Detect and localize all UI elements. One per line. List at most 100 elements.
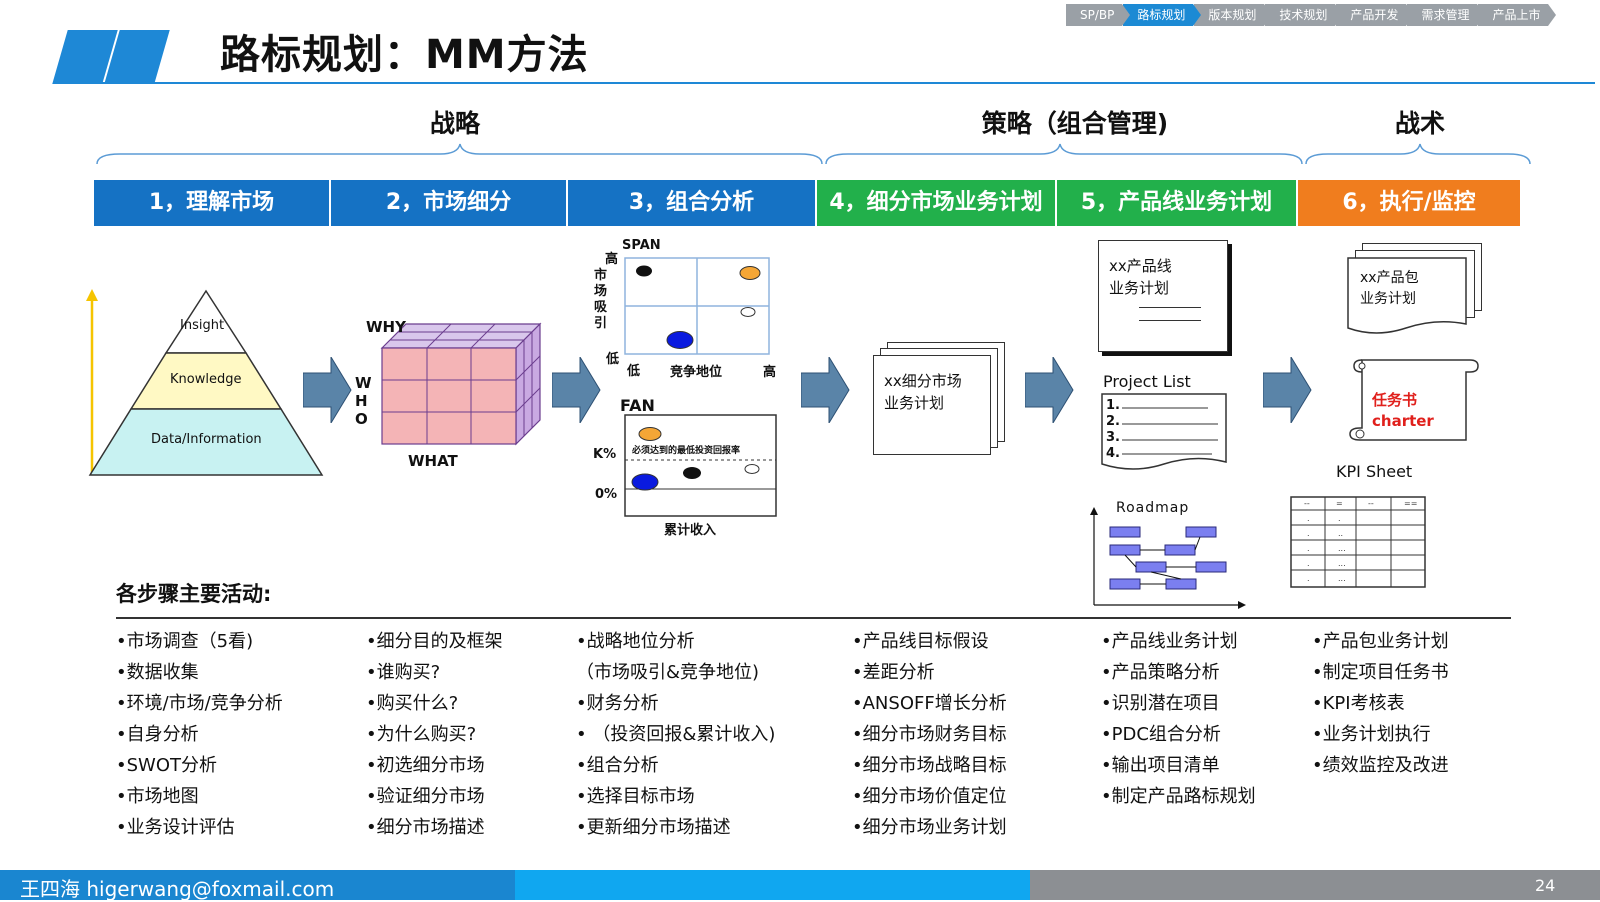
- breadcrumb-item[interactable]: 产品开发: [1336, 4, 1415, 26]
- activity-item: •输出项目清单: [1101, 755, 1220, 776]
- segment-plan-doc: xx细分市场业务计划: [873, 355, 991, 455]
- fan-title: FAN: [620, 396, 655, 415]
- title-divider: [60, 82, 1595, 84]
- activities-divider: [116, 617, 1511, 619]
- span-low-y: 低: [606, 352, 620, 367]
- activity-item: •市场调查（5看): [116, 631, 254, 652]
- activity-item: •组合分析: [576, 755, 659, 776]
- activity-item: •自身分析: [116, 724, 199, 745]
- cube-why: WHY: [366, 318, 406, 336]
- cube-what: WHAT: [408, 452, 458, 470]
- svg-text:.: .: [1307, 514, 1310, 523]
- flow-arrow-3: [801, 357, 850, 423]
- activity-item: •战略地位分析: [576, 631, 695, 652]
- segmentation-cube: [380, 322, 542, 446]
- step-3: 3，组合分析: [568, 180, 817, 226]
- activity-item: •ANSOFF增长分析: [852, 693, 1007, 714]
- pyramid-data: Data/Information: [151, 432, 262, 447]
- step-1: 1，理解市场: [94, 180, 331, 226]
- span-high-y: 高: [605, 252, 619, 267]
- phase-tactics: 战术: [1394, 109, 1445, 138]
- phase-combo: 策略（组合管理): [981, 109, 1169, 138]
- step-5: 5，产品线业务计划: [1057, 180, 1298, 226]
- activity-item: • （投资回报&累计收入): [576, 724, 776, 745]
- phase-strategy: 战略: [429, 109, 480, 138]
- svg-text:...: ...: [1338, 574, 1346, 583]
- pyramid-knowledge: Knowledge: [170, 372, 242, 387]
- span-low-x: 低: [627, 364, 641, 379]
- svg-text:.: .: [1338, 514, 1341, 523]
- activity-item: •市场地图: [116, 786, 199, 807]
- activity-item: •制定产品路标规划: [1101, 786, 1256, 807]
- pyramid-insight: Insight: [180, 318, 225, 333]
- activity-item: •更新细分市场描述: [576, 817, 731, 838]
- span-chart: [624, 257, 770, 355]
- svg-text:--: --: [1304, 499, 1310, 508]
- project-list-items: 1.2.3.4.: [1106, 398, 1120, 461]
- breadcrumb-item[interactable]: SP/BP: [1066, 4, 1131, 26]
- activity-item: •识别潜在项目: [1101, 693, 1220, 714]
- fan-k-label: K%: [593, 447, 617, 462]
- activity-item: •财务分析: [576, 693, 659, 714]
- activity-item: •产品包业务计划: [1312, 631, 1449, 652]
- activity-item: •细分市场价值定位: [852, 786, 1007, 807]
- span-title: SPAN: [622, 238, 661, 253]
- activity-column-5: •产品线业务计划•产品策略分析•识别潜在项目•PDC组合分析•输出项目清单•制定…: [1101, 626, 1256, 812]
- activity-item: •细分目的及框架: [366, 631, 503, 652]
- svg-text:...: ...: [1338, 544, 1346, 553]
- activity-item: •谁购买?: [366, 662, 441, 683]
- activity-item: •产品线目标假设: [852, 631, 989, 652]
- breadcrumb-item[interactable]: 版本规划: [1194, 4, 1273, 26]
- activity-column-1: •市场调查（5看)•数据收集•环境/市场/竞争分析•自身分析•SWOT分析•市场…: [116, 626, 283, 843]
- kpi-sheet-table: --=--== ..... ........ ....: [1290, 496, 1426, 588]
- activity-item: •数据收集: [116, 662, 199, 683]
- fan-chart: [624, 414, 777, 517]
- activity-column-3: •战略地位分析 （市场吸引&竞争地位) •财务分析 • （投资回报&累计收入) •组合…: [576, 626, 775, 843]
- activity-item: •产品线业务计划: [1101, 631, 1238, 652]
- pyramid-diagram: [86, 289, 324, 476]
- svg-text:.: .: [1307, 544, 1310, 553]
- activity-item: •制定项目任务书: [1312, 662, 1449, 683]
- svg-text:.: .: [1307, 529, 1310, 538]
- roadmap-label: Roadmap: [1116, 500, 1190, 516]
- breadcrumb-item[interactable]: 需求管理: [1407, 4, 1486, 26]
- breadcrumb-item[interactable]: 产品上市: [1478, 4, 1557, 26]
- svg-text:==: ==: [1404, 499, 1417, 508]
- activity-item: •差距分析: [852, 662, 935, 683]
- svg-text:=: =: [1336, 499, 1343, 508]
- activity-column-6: •产品包业务计划•制定项目任务书•KPI考核表•业务计划执行•绩效监控及改进: [1312, 626, 1449, 781]
- activity-item: •环境/市场/竞争分析: [116, 693, 283, 714]
- breadcrumb-item[interactable]: 技术规划: [1265, 4, 1344, 26]
- activity-item: •为什么购买?: [366, 724, 477, 745]
- activities-title: 各步骤主要活动:: [116, 582, 272, 606]
- span-x-label: 竞争地位: [670, 365, 723, 380]
- activity-item: （市场吸引&竞争地位): [576, 662, 760, 683]
- flow-arrow-5: [1263, 357, 1312, 423]
- activity-item: •购买什么?: [366, 693, 459, 714]
- footer-author: 王四海 higerwang@foxmail.com: [20, 877, 335, 901]
- activity-item: •PDC组合分析: [1101, 724, 1221, 745]
- product-line-plan-doc: xx产品线业务计划: [1098, 240, 1228, 352]
- activity-column-4: •产品线目标假设 •差距分析 •ANSOFF增长分析 •细分市场财务目标 •细分市场战略…: [852, 626, 1007, 843]
- page-title: 路标规划：MM方法: [220, 32, 589, 78]
- span-high-x: 高: [763, 365, 777, 380]
- breadcrumb-item[interactable]: 路标规划: [1123, 4, 1202, 26]
- page-number: 24: [1535, 876, 1556, 895]
- svg-text:..: ..: [1338, 529, 1343, 538]
- activity-item: •KPI考核表: [1312, 693, 1405, 714]
- step-2: 2，市场细分: [331, 180, 568, 226]
- activity-item: •细分市场财务目标: [852, 724, 1007, 745]
- activity-item: •初选细分市场: [366, 755, 485, 776]
- package-plan-text: xx产品包业务计划: [1360, 270, 1419, 307]
- activity-item: •细分市场描述: [366, 817, 485, 838]
- footer-bar-left: [0, 870, 515, 900]
- svg-text:.: .: [1307, 574, 1310, 583]
- activity-item: •细分市场战略目标: [852, 755, 1007, 776]
- activity-item: •选择目标市场: [576, 786, 695, 807]
- activity-column-2: •细分目的及框架•谁购买?•购买什么?•为什么购买?•初选细分市场•验证细分市场…: [366, 626, 503, 843]
- activity-item: •业务设计评估: [116, 817, 235, 838]
- svg-text:--: --: [1368, 499, 1374, 508]
